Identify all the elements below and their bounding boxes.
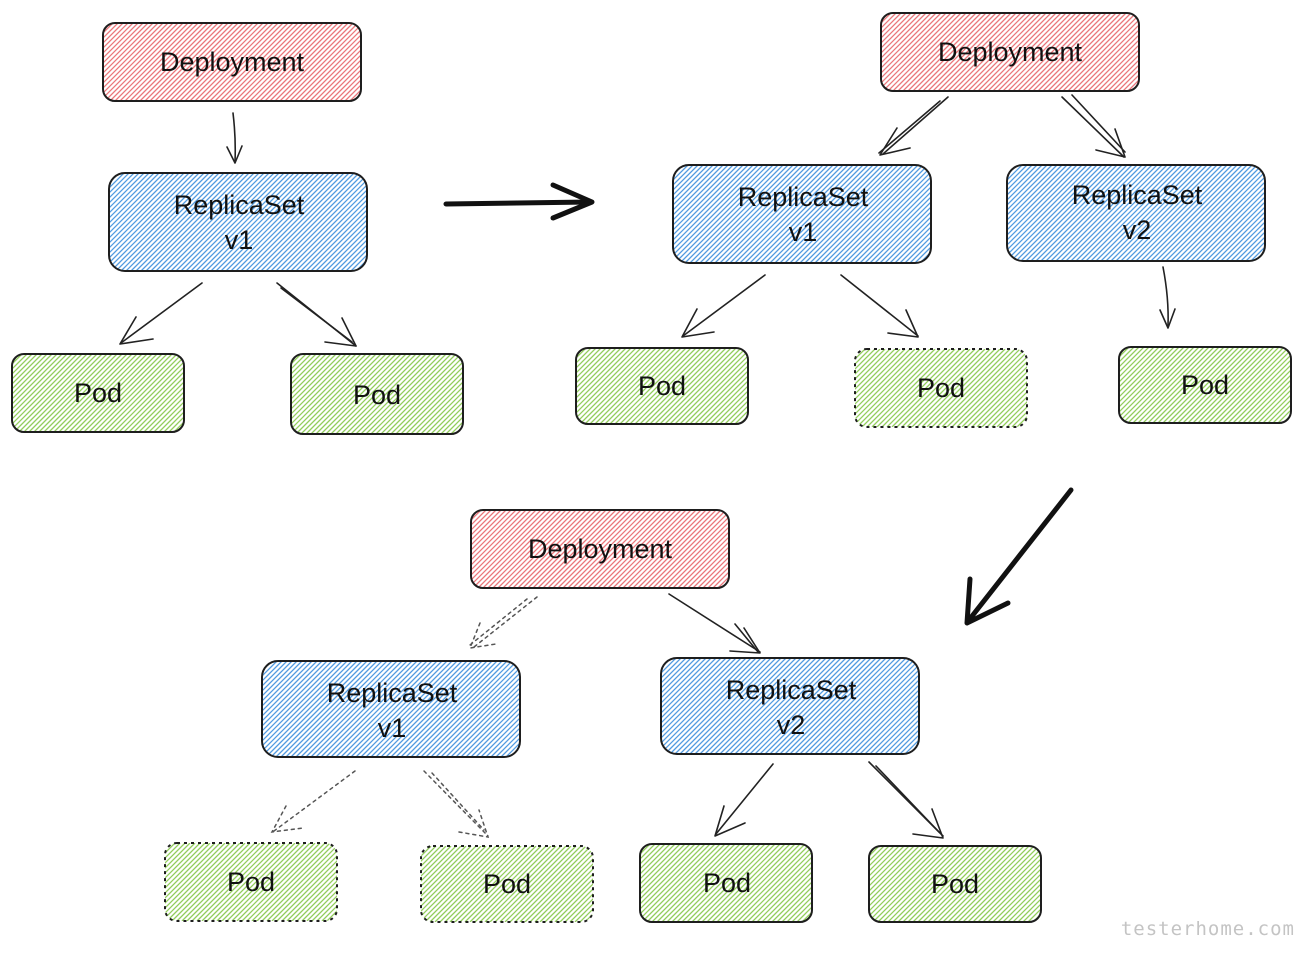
s3-deployment-label: Deployment bbox=[528, 534, 673, 564]
s1-replicaset-label: ReplicaSet bbox=[174, 190, 305, 220]
s2-pod-2-terminating: Pod bbox=[854, 348, 1028, 428]
transition-arrow-right bbox=[443, 182, 595, 221]
s2-pod-2-label: Pod bbox=[917, 373, 965, 403]
s2-edge-replicaset-v1-to-pod-2 bbox=[840, 274, 919, 338]
s1-deployment-hatch bbox=[103, 23, 361, 101]
stage-2: Deployment ReplicaSet v1 ReplicaSet v2 P… bbox=[575, 12, 1292, 428]
s2-replicaset-v1-node: ReplicaSet v1 bbox=[672, 164, 932, 264]
s3-replicaset-v2-version: v2 bbox=[777, 710, 806, 740]
s1-pod-2: Pod bbox=[290, 353, 464, 435]
s3-edge-replicaset-v1-to-pod-1-faded bbox=[270, 770, 356, 833]
s1-pod-1-label: Pod bbox=[74, 378, 122, 408]
s2-pod-1: Pod bbox=[575, 347, 749, 425]
s1-pod-2-hatch bbox=[291, 354, 463, 434]
s2-deployment-hatch bbox=[881, 13, 1139, 91]
s3-pod-3-hatch bbox=[640, 844, 812, 922]
s2-deployment-label: Deployment bbox=[938, 37, 1083, 67]
stage-3: Deployment ReplicaSet v1 ReplicaSet v2 P… bbox=[164, 509, 1042, 923]
s2-edge-replicaset-v1-to-pod-1 bbox=[681, 274, 766, 338]
s3-pod-4-label: Pod bbox=[931, 869, 979, 899]
s2-replicaset-v1-version: v1 bbox=[789, 217, 818, 247]
s3-replicaset-v2-label: ReplicaSet bbox=[726, 675, 857, 705]
s2-edge-deployment-to-replicaset-v1 bbox=[878, 96, 949, 156]
s3-pod-2-terminated: Pod bbox=[420, 845, 594, 923]
s3-edge-replicaset-v1-to-pod-2-faded bbox=[423, 770, 490, 838]
s3-edge-replicaset-v2-to-pod-4 bbox=[868, 761, 944, 839]
transition-arrow-down-left bbox=[964, 487, 1074, 626]
s2-replicaset-v1-hatch bbox=[673, 165, 931, 263]
s3-edge-deployment-to-replicaset-v1-faded bbox=[468, 596, 538, 649]
watermark-text: testerhome.com bbox=[1121, 918, 1295, 940]
s3-edge-replicaset-v2-to-pod-3 bbox=[714, 763, 774, 837]
s2-pod-1-hatch bbox=[576, 348, 748, 424]
s1-pod-1-hatch bbox=[12, 354, 184, 432]
s1-deployment-node: Deployment bbox=[102, 22, 362, 102]
s3-pod-3: Pod bbox=[639, 843, 813, 923]
s2-pod-1-label: Pod bbox=[638, 371, 686, 401]
s3-pod-3-label: Pod bbox=[703, 868, 751, 898]
s1-replicaset-node: ReplicaSet v1 bbox=[108, 172, 368, 272]
s3-replicaset-v2-hatch bbox=[661, 658, 919, 754]
s2-replicaset-v2-version: v2 bbox=[1123, 215, 1152, 245]
s3-pod-4: Pod bbox=[868, 845, 1042, 923]
s1-deployment-label: Deployment bbox=[160, 47, 305, 77]
s3-replicaset-v2-node: ReplicaSet v2 bbox=[660, 657, 920, 755]
s2-replicaset-v1-label: ReplicaSet bbox=[738, 182, 869, 212]
s3-pod-1-hatch bbox=[165, 843, 337, 921]
s2-edge-replicaset-v2-to-pod-3 bbox=[1159, 266, 1176, 329]
s3-replicaset-v1-label: ReplicaSet bbox=[327, 678, 458, 708]
s3-pod-1-terminated: Pod bbox=[164, 842, 338, 922]
s2-edge-deployment-to-replicaset-v2 bbox=[1061, 94, 1126, 158]
s2-pod-3-label: Pod bbox=[1181, 370, 1229, 400]
s2-replicaset-v2-node: ReplicaSet v2 bbox=[1006, 164, 1266, 262]
s3-replicaset-v1-node: ReplicaSet v1 bbox=[261, 660, 521, 758]
s2-deployment-node: Deployment bbox=[880, 12, 1140, 92]
stage-1: Deployment ReplicaSet v1 Pod Pod bbox=[11, 22, 464, 435]
s3-deployment-hatch bbox=[471, 510, 729, 588]
s3-edge-deployment-to-replicaset-v2 bbox=[668, 593, 761, 654]
s3-deployment-node: Deployment bbox=[470, 509, 730, 589]
s1-edge-replicaset-to-pod-1 bbox=[119, 282, 203, 345]
s3-replicaset-v1-version: v1 bbox=[378, 713, 407, 743]
s1-replicaset-version: v1 bbox=[225, 225, 254, 255]
s1-edge-replicaset-to-pod-2 bbox=[276, 282, 357, 347]
s1-edge-deployment-to-replicaset bbox=[226, 112, 243, 164]
s3-replicaset-v1-hatch bbox=[262, 661, 520, 757]
s2-pod-3: Pod bbox=[1118, 346, 1292, 424]
s3-pod-1-label: Pod bbox=[227, 867, 275, 897]
s1-pod-1: Pod bbox=[11, 353, 185, 433]
s2-pod-2-hatch bbox=[855, 349, 1027, 427]
s2-replicaset-v2-hatch bbox=[1007, 165, 1265, 261]
s1-replicaset-hatch bbox=[109, 173, 367, 271]
s1-pod-2-label: Pod bbox=[353, 380, 401, 410]
s3-pod-4-hatch bbox=[869, 846, 1041, 922]
s3-pod-2-label: Pod bbox=[483, 869, 531, 899]
s2-replicaset-v2-label: ReplicaSet bbox=[1072, 180, 1203, 210]
